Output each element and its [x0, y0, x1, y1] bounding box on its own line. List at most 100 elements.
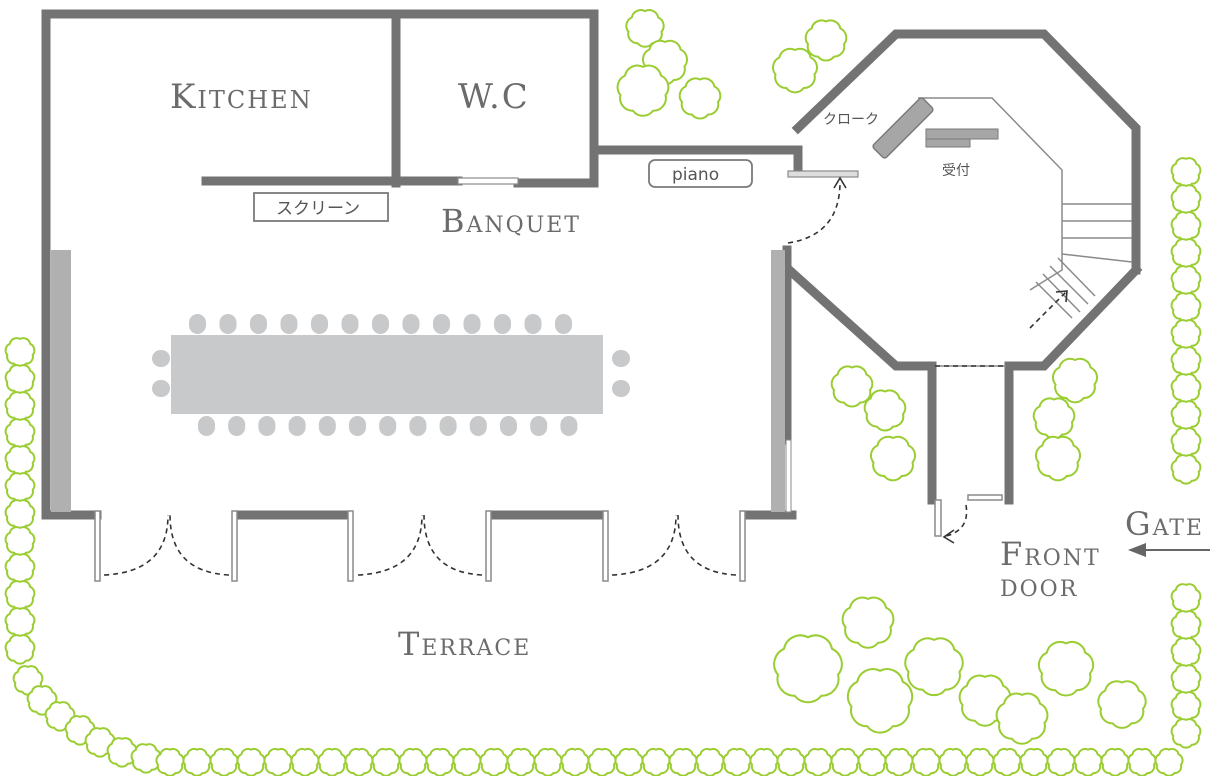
chair: [463, 314, 481, 334]
bush: [4, 553, 36, 584]
chair: [555, 314, 572, 334]
bush: [4, 418, 36, 449]
bush: [830, 748, 860, 776]
chair: [409, 416, 427, 436]
chair: [560, 416, 578, 436]
bush: [4, 580, 36, 611]
bush: [4, 364, 36, 395]
bush: [587, 748, 617, 776]
piano-label: piano: [672, 165, 719, 185]
bush: [1032, 397, 1076, 440]
bush: [749, 748, 779, 776]
bush: [992, 748, 1022, 776]
bush: [4, 607, 36, 638]
wc-label: W.C: [458, 77, 530, 117]
walls: [41, 9, 1143, 520]
chair: [280, 314, 298, 334]
chair: [228, 416, 246, 436]
chair: [341, 314, 359, 334]
bush: [560, 748, 590, 776]
bush: [317, 748, 347, 776]
bush: [625, 9, 665, 48]
bush: [1170, 211, 1202, 242]
wall-panel-left: [51, 250, 71, 512]
kitchen-label: Kitchen: [170, 77, 313, 117]
bush: [4, 391, 36, 422]
bush: [1034, 435, 1082, 482]
bush: [776, 748, 806, 776]
gate-arrow: [1128, 543, 1210, 557]
bush: [479, 748, 509, 776]
bush: [1046, 748, 1076, 776]
chair: [189, 314, 206, 334]
chair: [288, 416, 306, 436]
entrance-hall-interior: [872, 97, 1133, 367]
bush: [182, 748, 212, 776]
gate-label: Gate: [1125, 505, 1204, 543]
bush: [1037, 640, 1095, 697]
bush: [911, 748, 941, 776]
bush: [1170, 238, 1202, 269]
bush: [263, 748, 293, 776]
bush: [290, 748, 320, 776]
bush: [1170, 691, 1202, 722]
table-top: [171, 335, 603, 414]
chair: [439, 416, 457, 436]
chair: [433, 314, 450, 334]
front-door-leaf-2: [934, 499, 942, 537]
chair: [524, 314, 542, 334]
chair: [349, 416, 366, 436]
sliding-door: [457, 177, 519, 185]
terrace-label: Terrace: [398, 625, 531, 663]
bush: [841, 596, 895, 649]
bush: [1170, 292, 1202, 323]
bush: [398, 748, 428, 776]
chair: [379, 416, 397, 436]
bush: [4, 634, 36, 665]
bush: [533, 748, 563, 776]
chair: [500, 416, 517, 436]
bush: [4, 445, 36, 476]
bush: [1170, 637, 1202, 668]
bush: [1170, 718, 1202, 749]
bush: [1170, 664, 1202, 695]
bush: [771, 47, 819, 94]
chair: [152, 380, 170, 397]
bush: [846, 668, 914, 734]
banquet-table: [152, 314, 630, 436]
bush: [938, 748, 968, 776]
bush: [616, 64, 670, 117]
chair: [469, 416, 487, 436]
chair: [198, 416, 215, 436]
bush: [1097, 680, 1147, 729]
reception-door-leaf: [787, 170, 859, 178]
bush: [1170, 319, 1202, 350]
bush: [884, 748, 914, 776]
bush: [1170, 610, 1202, 641]
bush: [236, 748, 266, 776]
wall-panel-right: [771, 250, 785, 512]
chair: [311, 314, 328, 334]
bush: [1100, 748, 1130, 776]
bush: [1170, 157, 1202, 188]
bush: [209, 748, 239, 776]
bush: [1073, 748, 1103, 776]
bush: [130, 743, 162, 774]
cloak-label: クローク: [823, 112, 879, 128]
chair: [258, 416, 276, 436]
bush: [869, 435, 917, 482]
bush: [1170, 427, 1202, 458]
bush: [1170, 265, 1202, 296]
bush: [4, 337, 36, 368]
bush: [1127, 748, 1157, 776]
bush: [425, 748, 455, 776]
bush: [1170, 346, 1202, 377]
front-door-leaf: [967, 494, 1003, 501]
chair: [219, 314, 237, 334]
bush: [1170, 400, 1202, 431]
chair: [372, 314, 389, 334]
reception-label: 受付: [942, 163, 970, 179]
bush: [106, 737, 138, 768]
screen-label: スクリーン: [276, 199, 360, 219]
bush: [344, 748, 374, 776]
